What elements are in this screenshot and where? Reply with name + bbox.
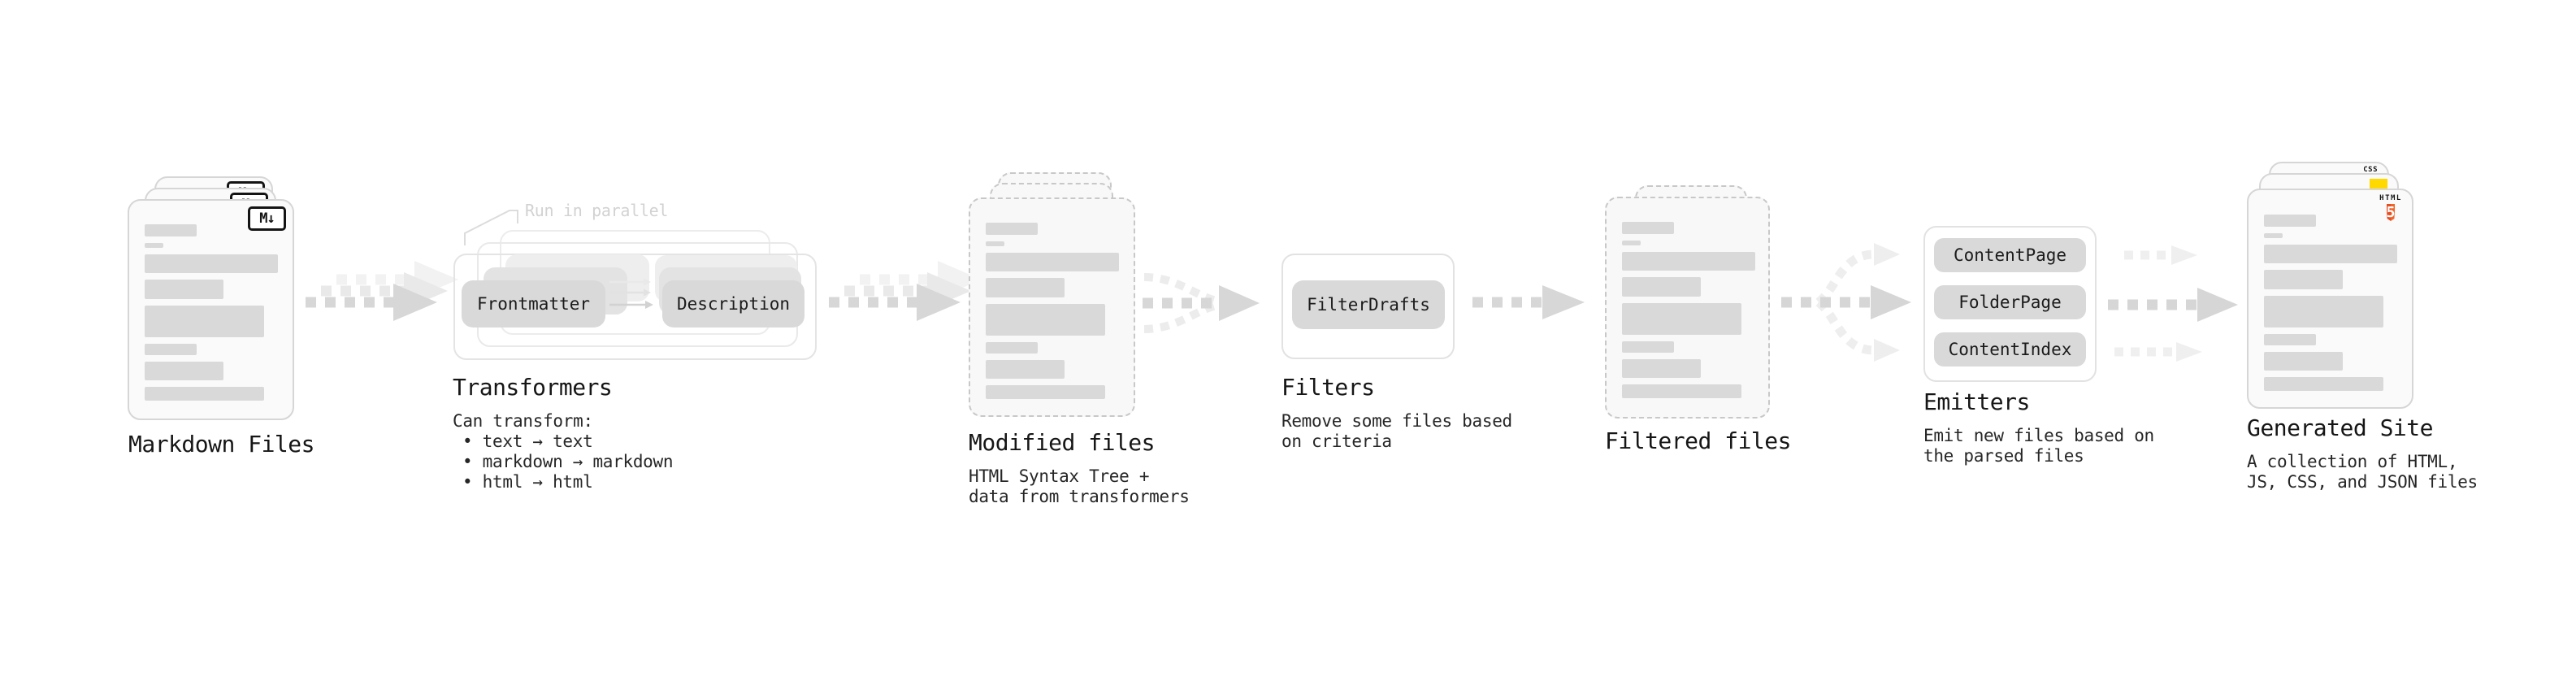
- frontmatter-pill: Frontmatter: [462, 280, 605, 327]
- flow-arrow-transformers-to-modified: [829, 261, 982, 321]
- description-pill: Description: [662, 280, 804, 327]
- desc-line: data from transformers: [969, 487, 1190, 506]
- flow-arrow-emitters-to-generated: [2108, 245, 2238, 362]
- stage-title-emitters: Emitters: [1923, 388, 2030, 415]
- file-content-placeholder: [986, 223, 1119, 399]
- desc-line: JS, CSS, and JSON files: [2247, 472, 2478, 492]
- flow-arrow-filtered-to-emitters: [1781, 243, 1911, 362]
- flow-arrow-filters-to-filtered: [1472, 285, 1585, 319]
- desc-line: A collection of HTML,: [2247, 452, 2458, 471]
- folderpage-pill: FolderPage: [1934, 285, 2086, 319]
- contentpage-pill: ContentPage: [1934, 238, 2086, 272]
- html5-icon-label: HTML: [2379, 194, 2402, 202]
- filterdrafts-pill: FilterDrafts: [1292, 280, 1445, 329]
- desc-line: HTML Syntax Tree +: [969, 466, 1150, 486]
- file-content-placeholder: [1622, 222, 1755, 398]
- stage-desc-filters: Remove some files based on criteria: [1281, 411, 1512, 452]
- stage-desc-generated-site: A collection of HTML, JS, CSS, and JSON …: [2247, 452, 2478, 492]
- file-content-placeholder: [145, 224, 278, 401]
- flow-arrow-markdown-to-transformers: [306, 261, 458, 321]
- stage-title-transformers: Transformers: [453, 374, 613, 401]
- stage-desc-emitters: Emit new files based on the parsed files: [1923, 426, 2154, 466]
- modified-file-card-front: [969, 197, 1135, 417]
- html5-file-icon: HTML 5: [2376, 194, 2405, 223]
- html5-icon-shield: 5: [2386, 204, 2396, 221]
- annotation-leader-line: [464, 210, 518, 245]
- desc-line: • html → html: [462, 472, 593, 492]
- js-file-icon: [2370, 179, 2387, 189]
- desc-line: Emit new files based on: [1923, 426, 2154, 445]
- css-icon-label: CSS: [2363, 166, 2378, 174]
- file-content-placeholder: [2264, 215, 2397, 391]
- css-file-icon: CSS: [2363, 167, 2378, 174]
- flow-arrow-modified-to-filters: [1143, 273, 1260, 333]
- generated-file-card-html: HTML 5: [2247, 189, 2413, 409]
- run-in-parallel-annotation: Run in parallel: [525, 201, 669, 220]
- stage-desc-modified-files: HTML Syntax Tree + data from transformer…: [969, 466, 1190, 507]
- stage-title-modified-files: Modified files: [969, 429, 1156, 456]
- desc-line: on criteria: [1281, 432, 1392, 451]
- filtered-file-card-front: [1605, 197, 1770, 419]
- stage-title-generated-site: Generated Site: [2247, 414, 2434, 441]
- markdown-file-card-front: M↓: [128, 199, 294, 420]
- desc-line: Remove some files based: [1281, 411, 1512, 431]
- markdown-file-icon: M↓: [248, 206, 286, 231]
- transform-step-arrows: [609, 278, 653, 309]
- stage-desc-transformers: Can transform: • text → text • markdown …: [453, 411, 674, 492]
- desc-line: the parsed files: [1923, 446, 2084, 466]
- stage-title-filters: Filters: [1281, 374, 1375, 401]
- desc-line: • text → text: [462, 432, 593, 451]
- contentindex-pill: ContentIndex: [1934, 332, 2086, 367]
- desc-line: • markdown → markdown: [462, 452, 674, 471]
- stage-title-filtered-files: Filtered files: [1605, 427, 1792, 454]
- stage-title-markdown-files: Markdown Files: [128, 431, 315, 458]
- desc-line: Can transform:: [453, 411, 593, 431]
